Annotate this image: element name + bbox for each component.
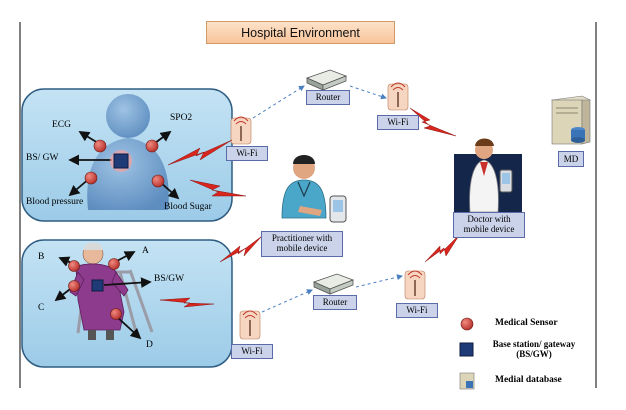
label-bsgw-2: BS/GW bbox=[154, 274, 185, 284]
practitioner-label: Practitioner with mobile device bbox=[261, 231, 343, 257]
wifi-top-left-label: Wi-Fi bbox=[226, 146, 268, 161]
doctor-label: Doctor with mobile device bbox=[453, 212, 525, 238]
router-top-label: Router bbox=[306, 90, 350, 105]
label-sensor-d: D bbox=[146, 340, 153, 350]
patient1-sensors bbox=[84, 139, 165, 188]
legend-database-label: Medial database bbox=[495, 375, 562, 385]
legend-database-icon bbox=[459, 372, 475, 390]
legend-sensor-icon bbox=[460, 317, 474, 331]
wifi-top-right-label: Wi-Fi bbox=[377, 115, 419, 130]
router-top-icon bbox=[305, 69, 348, 91]
label-sensor-a: A bbox=[142, 246, 149, 256]
sensor-ecg-dot bbox=[93, 139, 107, 153]
label-blood-pressure: Blood pressure bbox=[26, 197, 84, 207]
wifi-bottom-right-icon bbox=[404, 270, 426, 300]
patient1-gateway-icon bbox=[113, 153, 129, 169]
wifi-top-left-icon bbox=[230, 116, 252, 145]
patient2-arrows bbox=[54, 251, 152, 340]
network-links bbox=[252, 85, 403, 313]
patient1-figure bbox=[87, 94, 169, 210]
wifi-bottom-right-label: Wi-Fi bbox=[396, 303, 438, 318]
router-bottom-label: Router bbox=[313, 295, 357, 310]
wifi-top-right-icon bbox=[387, 82, 409, 111]
label-bsgw-1: BS/ GW bbox=[26, 153, 59, 163]
sensor-bp-dot bbox=[84, 171, 98, 185]
patient2-sensors bbox=[68, 258, 122, 320]
practitioner-figure bbox=[281, 155, 347, 223]
diagram-title: Hospital Environment bbox=[206, 21, 395, 44]
label-blood-sugar: Blood Sugar bbox=[164, 202, 212, 212]
wifi-bottom-left-label: Wi-Fi bbox=[231, 344, 273, 359]
legend-sensor-label: Medical Sensor bbox=[495, 318, 558, 328]
label-sensor-c: C bbox=[38, 303, 45, 313]
doctor-figure bbox=[454, 138, 522, 213]
label-ecg: ECG bbox=[52, 120, 71, 130]
router-bottom-icon bbox=[312, 273, 355, 295]
legend-gateway-label: Base station/ gateway (BS/GW) bbox=[492, 339, 576, 360]
label-spo2: SPO2 bbox=[170, 113, 193, 123]
wifi-bottom-left-icon bbox=[239, 310, 261, 340]
sensor-sugar-dot bbox=[151, 174, 165, 188]
label-sensor-b: B bbox=[38, 252, 45, 262]
wireless-signals bbox=[159, 107, 461, 308]
patient2-gateway-icon bbox=[91, 279, 104, 292]
legend-gateway-icon bbox=[459, 342, 474, 357]
sensor-spo2-dot bbox=[145, 139, 159, 153]
md-label: MD bbox=[558, 151, 584, 167]
legend-icons bbox=[459, 317, 475, 390]
md-server-icon bbox=[550, 95, 592, 145]
